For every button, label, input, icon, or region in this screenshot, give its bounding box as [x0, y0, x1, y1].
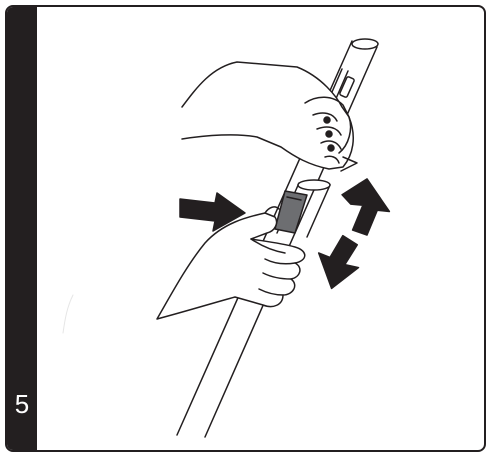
step-number: 5	[14, 389, 30, 419]
step-side-bar: 5	[7, 7, 37, 450]
down-arrow-icon	[317, 234, 360, 290]
instruction-panel: 5	[5, 5, 486, 452]
faint-sketch-line	[62, 294, 74, 334]
lower-hand-icon	[156, 206, 306, 320]
upper-hand-icon	[181, 61, 358, 172]
illustration	[37, 7, 484, 450]
up-arrow-icon	[341, 178, 391, 236]
release-button-icon	[274, 190, 308, 234]
push-arrow-icon	[179, 192, 246, 232]
